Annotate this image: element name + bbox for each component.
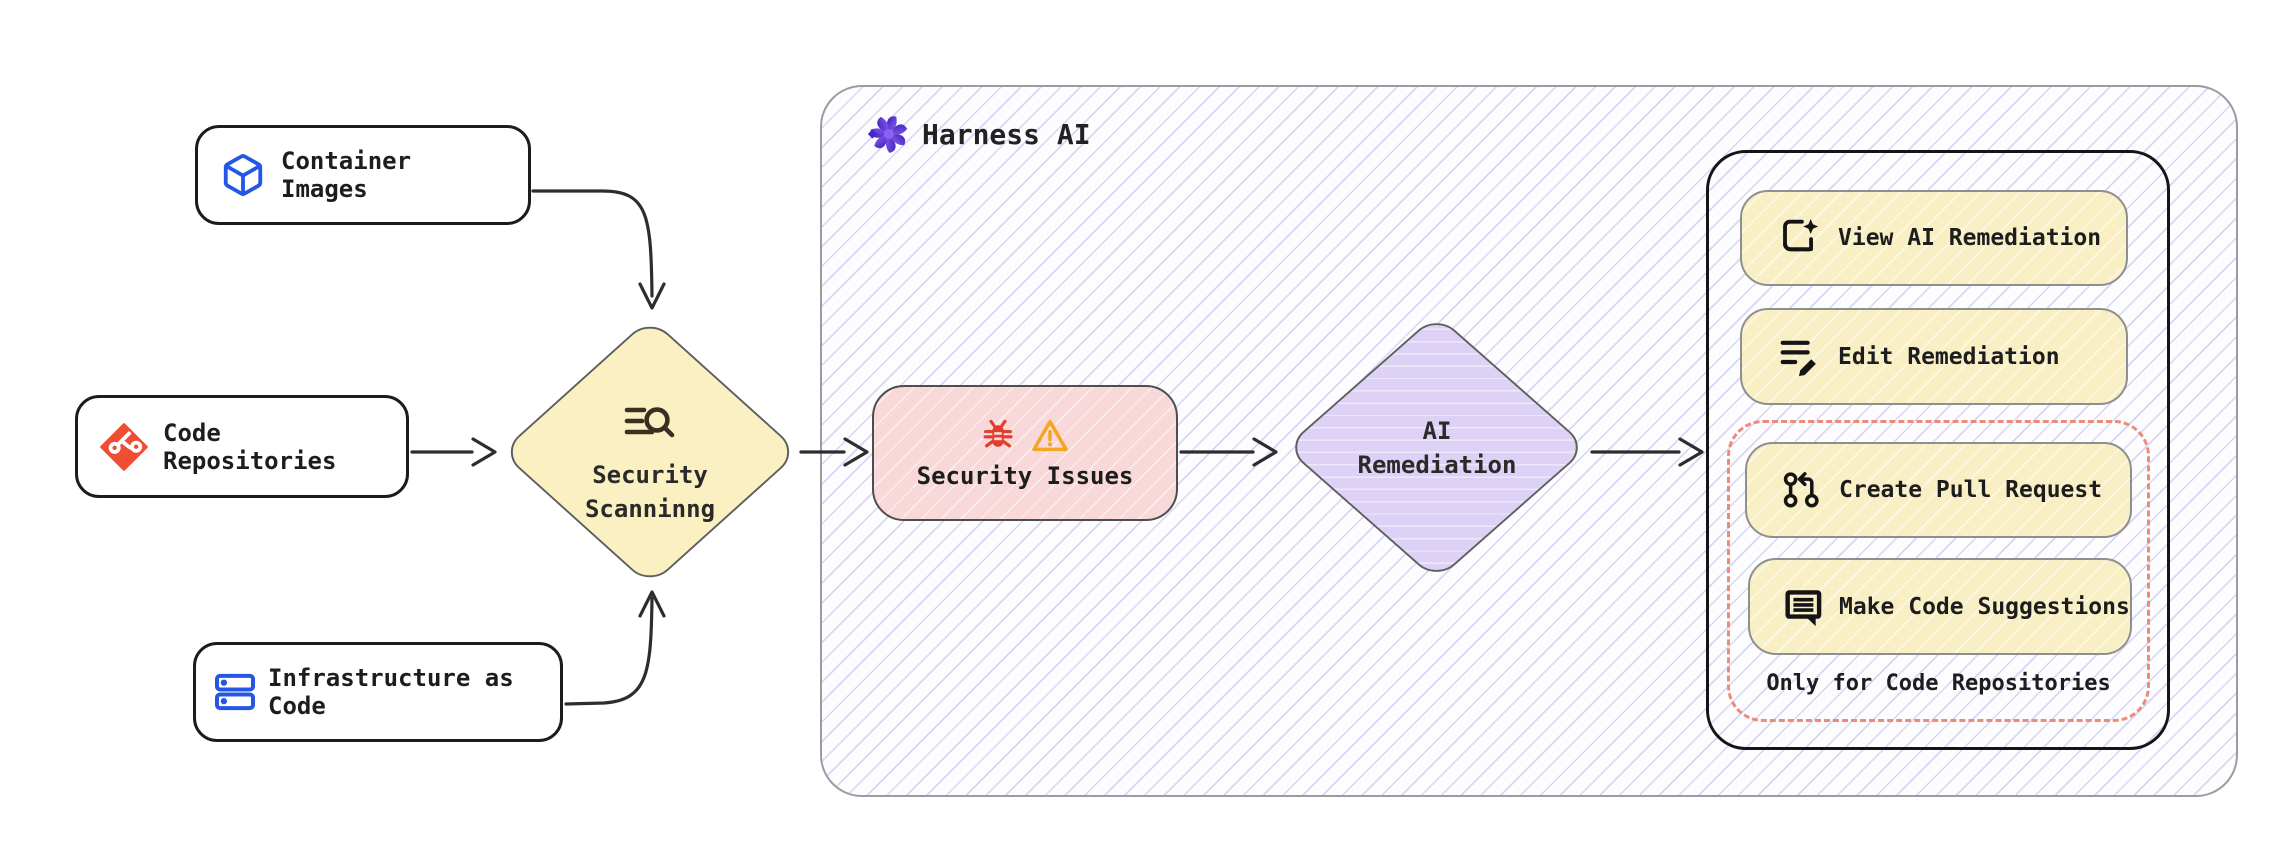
arrowhead [638,590,666,618]
harness-flower-icon [867,116,908,153]
arrowhead [638,282,666,310]
node-infrastructure-as-code[interactable]: Infrastructure as Code [193,642,563,742]
security-issues-label: Security Issues [916,462,1134,490]
warning-icon [1032,419,1068,452]
view-ai-remediation-button[interactable]: View AI Remediation [1740,190,2128,286]
remediation-actions-panel[interactable] [1706,150,2170,750]
label-line: Security [592,461,708,489]
arrow-containers-to-scanning [531,189,654,298]
edit-remediation-icon [1780,340,1816,376]
arrowhead [471,437,497,467]
view-remediation-icon [1783,219,1819,252]
scan-search-icon [624,407,675,438]
bug-icon [983,419,1013,448]
ai-remediation-label: AI Remediation [1285,314,1589,582]
git-icon [100,422,148,471]
harness-ai-title: Harness AI [922,117,1091,151]
harness-ai-header: Harness AI [866,112,1091,156]
button-label: Edit Remediation [1838,343,2060,370]
arrow-infra-to-scanning [564,596,654,706]
code-suggestions-icon [1785,589,1822,626]
button-label: Create Pull Request [1839,477,2103,503]
node-code-repositories[interactable]: Code Repositories [75,395,409,498]
only-for-code-repositories-note: Only for Code Repositories [1766,671,2111,696]
code-repo-only-group [1727,420,2150,722]
node-label: Container Images [281,147,412,203]
label-line: Scanninng [584,495,716,523]
make-code-suggestions-button[interactable]: Make Code Suggestions [1748,558,2132,655]
node-label: Code Repositories [163,418,337,475]
label-line: AI [1422,417,1452,445]
container-cube-icon [223,154,263,197]
server-stack-icon [214,673,256,711]
node-security-issues[interactable]: Security Issues [872,385,1178,521]
label-line: Remediation [1357,451,1517,479]
node-container-images[interactable]: Container Images [195,125,531,225]
node-ai-remediation[interactable]: AI Remediation [1284,313,1589,582]
node-security-scanning[interactable]: Security Scanninng [500,317,800,587]
button-label: Make Code Suggestions [1839,593,2130,620]
button-label: View AI Remediation [1838,225,2102,251]
node-label: Infrastructure as Code [268,664,514,720]
create-pull-request-button[interactable]: Create Pull Request [1745,442,2132,538]
security-scanning-label: Security Scanninng [500,317,800,587]
pull-request-icon [1783,472,1819,508]
edit-remediation-button[interactable]: Edit Remediation [1740,308,2128,405]
issue-icons [979,416,1071,456]
